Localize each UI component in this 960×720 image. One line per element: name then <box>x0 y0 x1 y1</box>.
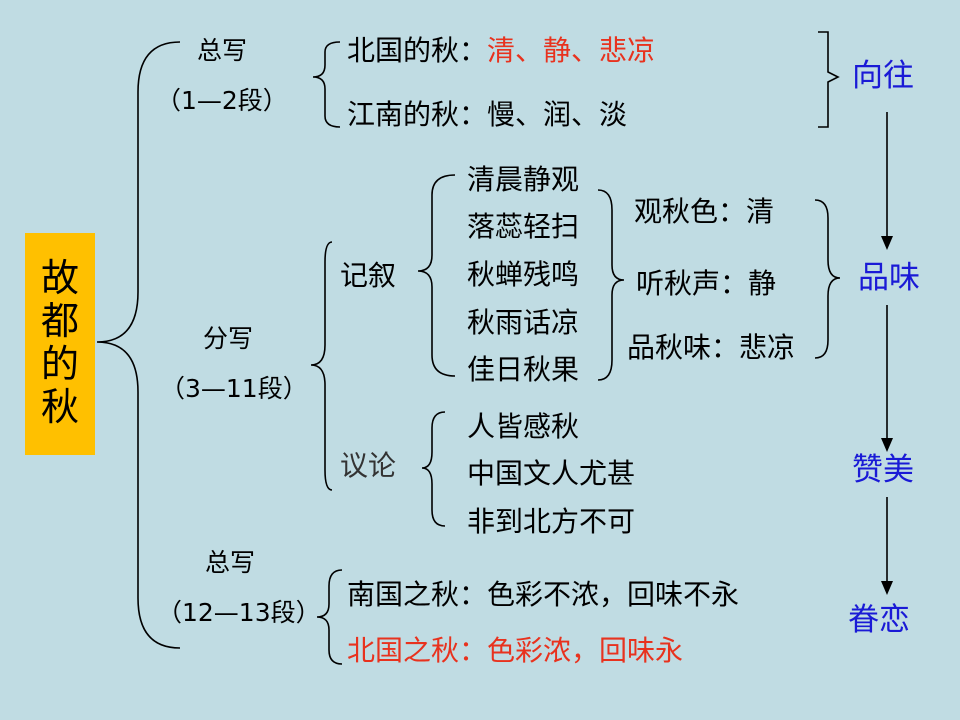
body-label: 分写 <box>203 324 254 353</box>
main-bracket <box>96 41 181 649</box>
intro-north-prefix: 北国的秋： <box>347 34 488 67</box>
narrative-bracket <box>417 174 456 377</box>
body-range: （3—11段） <box>160 374 308 403</box>
senses-right-bracket <box>814 199 841 359</box>
title-box: 故 都 的 秋 <box>25 233 95 455</box>
scene-item: 佳日秋果 <box>467 353 580 386</box>
title-text: 故 都 的 秋 <box>40 256 79 429</box>
intro-north-traits: 清、静、悲凉 <box>487 34 656 67</box>
argument-item: 非到北方不可 <box>467 505 636 538</box>
sense-item: 听秋声：静 <box>636 267 777 300</box>
scene-item: 落蕊轻扫 <box>467 210 580 243</box>
scenes-right-bracket <box>597 189 625 381</box>
intro-south: 江南的秋：慢、润、淡 <box>347 98 628 131</box>
argument-item: 中国文人尤甚 <box>467 457 636 490</box>
scene-item: 清晨静观 <box>467 163 580 196</box>
intro-label: 总写 <box>197 36 248 65</box>
sense-item: 观秋色：清 <box>634 195 775 228</box>
scene-item: 秋雨话凉 <box>467 306 580 339</box>
conclusion-north: 北国之秋：色彩浓，回味永 <box>347 634 684 667</box>
intro-north: 北国的秋：清、静、悲凉 <box>347 37 655 65</box>
emotion-item: 赞美 <box>852 452 914 488</box>
arrow-head-1 <box>881 236 893 250</box>
intro-range: （1—2段） <box>156 86 288 115</box>
sense-item: 品秋味：悲凉 <box>627 331 796 364</box>
conclusion-range: （12—13段） <box>157 598 321 627</box>
intro-right-bracket <box>818 31 840 128</box>
arrow-head-2 <box>881 438 893 452</box>
scene-item: 秋蝉残鸣 <box>467 258 580 291</box>
emotion-item: 品味 <box>858 260 920 296</box>
conclusion-label: 总写 <box>205 548 256 577</box>
emotion-item: 眷恋 <box>848 602 910 638</box>
argument-label: 议论 <box>340 449 397 482</box>
argument-bracket <box>421 411 446 527</box>
conclusion-south: 南国之秋：色彩不浓，回味不永 <box>347 578 740 611</box>
narrative-label: 记叙 <box>340 259 397 292</box>
argument-item: 人皆感秋 <box>467 410 580 443</box>
intro-bracket <box>312 41 341 128</box>
emotion-item: 向往 <box>852 58 914 94</box>
arrow-head-3 <box>881 581 893 595</box>
conclusion-bracket <box>316 569 343 665</box>
body-bracket <box>310 241 333 491</box>
